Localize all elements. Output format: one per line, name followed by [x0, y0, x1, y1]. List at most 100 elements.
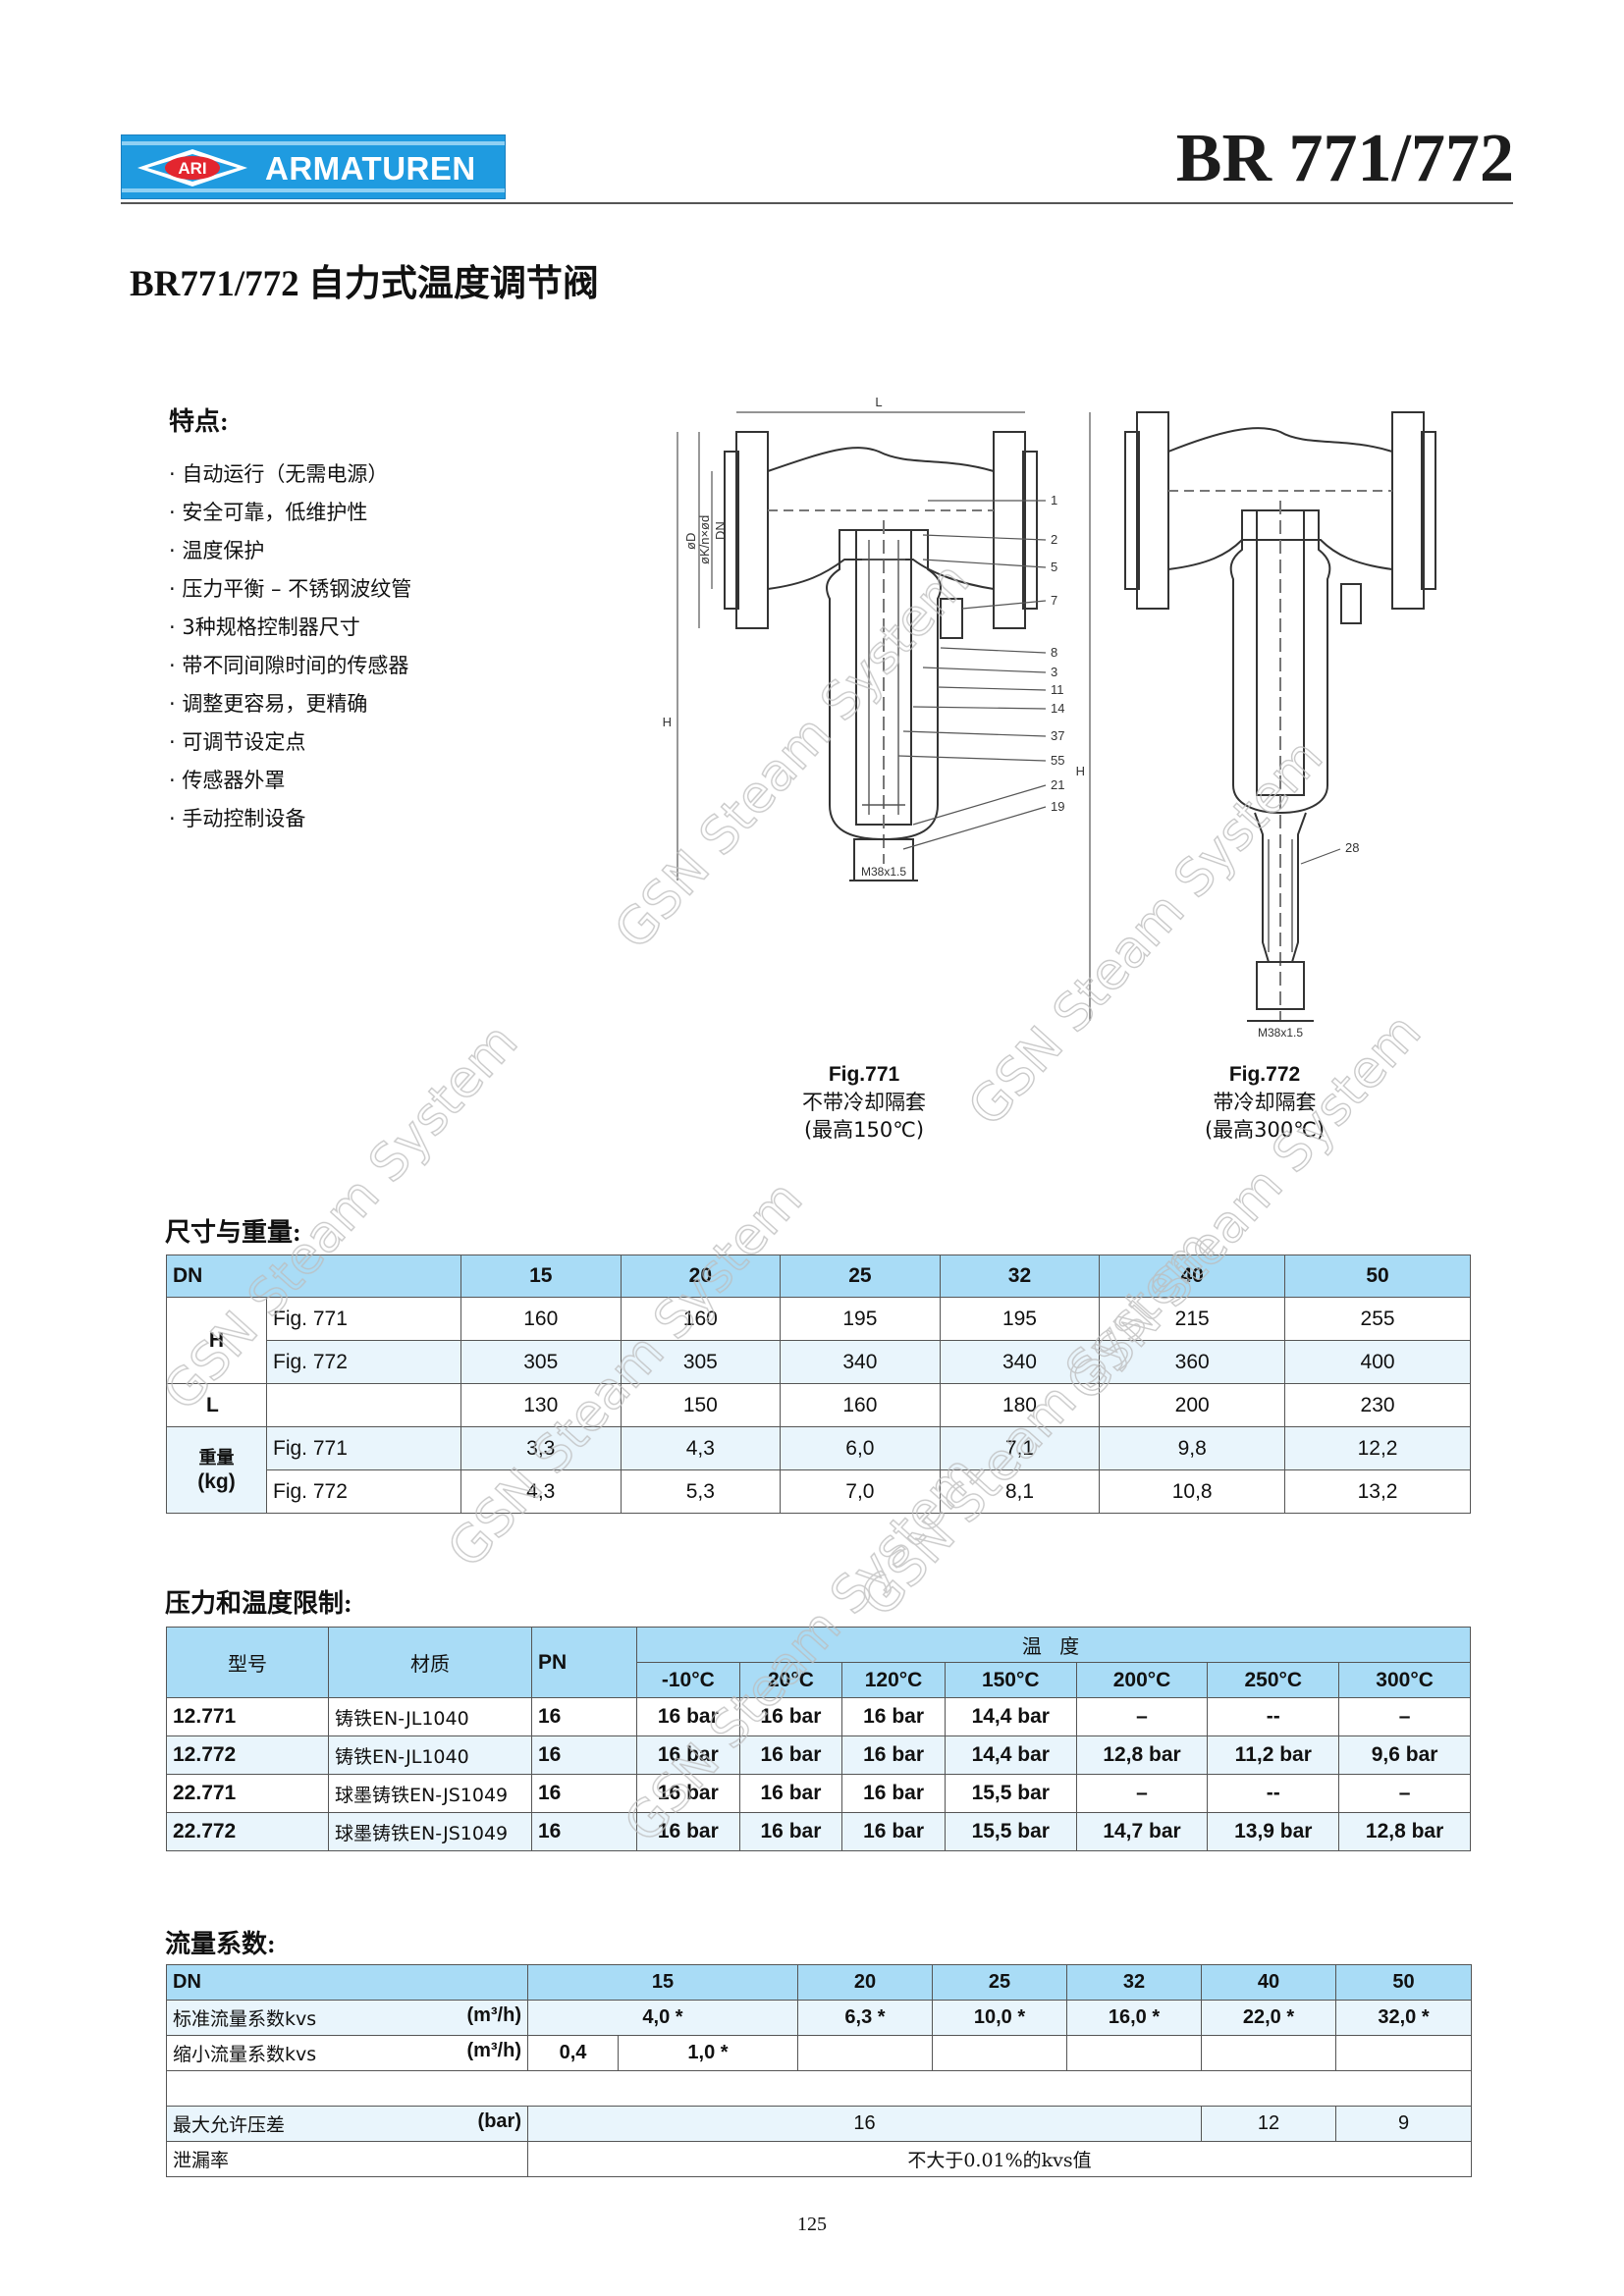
feature-item: · 可调节设定点 [169, 730, 306, 754]
pn-cell: 16 [531, 1697, 637, 1736]
table-row: 缩小流量系数kvs (m³/h) 0,4 1,0 * [166, 2035, 1472, 2071]
feature-item: · 温度保护 [169, 539, 265, 562]
cell: 4,3 [620, 1426, 782, 1470]
blank-cell [797, 2035, 933, 2071]
blank-cell [266, 1383, 461, 1427]
brand-name: ARMATUREN [265, 150, 476, 187]
cell: 160 [460, 1297, 622, 1341]
feature-item: · 安全可靠，低维护性 [169, 501, 368, 524]
callout: 8 [1051, 645, 1057, 660]
callout: 5 [1051, 560, 1057, 574]
material-cell: 球墨铸铁EN-JS1049 [328, 1774, 532, 1813]
cell: 16 bar [636, 1774, 740, 1813]
cell: 14,4 bar [944, 1697, 1077, 1736]
leak-value: 不大于0.01%的kvs值 [527, 2141, 1472, 2177]
temp-col: 250°C [1207, 1662, 1340, 1698]
dn-header: DN [166, 1255, 461, 1298]
cell: -- [1207, 1774, 1340, 1813]
cell: 16,0 * [1066, 2000, 1202, 2036]
dim-label-d: øD [683, 533, 698, 550]
cell: 16 bar [738, 1735, 843, 1775]
blank-cell [1066, 2035, 1202, 2071]
temp-col: 300°C [1338, 1662, 1471, 1698]
cell: 10,0 * [932, 2000, 1067, 2036]
temp-col: 120°C [841, 1662, 946, 1698]
callout: 21 [1051, 777, 1064, 792]
fig-label: Fig. 771 [266, 1297, 461, 1341]
callout: 7 [1051, 593, 1057, 608]
cell: 340 [939, 1340, 1101, 1384]
table-row: 22.771 球墨铸铁EN-JS1049 16 16 bar 16 bar 16… [166, 1774, 1471, 1813]
dim-label-h: H [663, 715, 672, 729]
callout: 14 [1051, 701, 1064, 716]
dn-col: 50 [1284, 1255, 1471, 1298]
page-number: 125 [797, 2214, 827, 2235]
dn-col: 32 [939, 1255, 1101, 1298]
fig771-temp: (最高150℃) [803, 1118, 925, 1142]
kvs-label: 标准流量系数kvs [173, 2008, 317, 2030]
dn-col: 50 [1335, 1964, 1472, 2001]
cell: 150 [620, 1383, 782, 1427]
dim-label-k: øK/n×ød [697, 515, 712, 564]
l-label: L [166, 1383, 267, 1427]
cell: 32,0 * [1335, 2000, 1472, 2036]
fig-label: Fig. 772 [266, 1469, 461, 1514]
h-label: H [166, 1297, 267, 1384]
kvs-unit: (m³/h) [466, 2004, 521, 2026]
dim-label-h-772: H [1076, 764, 1085, 778]
temp-col: 150°C [944, 1662, 1077, 1698]
callout: 11 [1051, 682, 1064, 697]
cell: 14,4 bar [944, 1735, 1077, 1775]
cell: 195 [780, 1297, 941, 1341]
cell: 200 [1099, 1383, 1286, 1427]
cell: 15,5 bar [944, 1774, 1077, 1813]
dn-col: 25 [780, 1255, 941, 1298]
table-row: Fig. 772 4,3 5,3 7,0 8,1 10,8 13,2 [167, 1469, 1471, 1514]
cell: 9 [1335, 2106, 1472, 2142]
cell: 16 bar [841, 1697, 946, 1736]
model-cell: 12.771 [166, 1697, 329, 1736]
cell: 16 bar [636, 1697, 740, 1736]
material-cell: 铸铁EN-JL1040 [328, 1735, 532, 1775]
thread-label-772: M38x1.5 [1258, 1026, 1303, 1040]
table-row: 12.772 铸铁EN-JL1040 16 16 bar 16 bar 16 b… [166, 1735, 1471, 1775]
cell: 16 bar [841, 1735, 946, 1775]
dn-col: 15 [527, 1964, 798, 2001]
dn-col: 40 [1099, 1255, 1286, 1298]
flow-dn-header: DN [166, 1964, 528, 2001]
cell: 16 bar [636, 1735, 740, 1775]
cell: 16 bar [841, 1774, 946, 1813]
callout: 3 [1051, 665, 1057, 679]
blank-cell [932, 2035, 1067, 2071]
model-cell: 22.772 [166, 1812, 329, 1851]
callout: 28 [1345, 840, 1359, 855]
flow-title: 流量系数: [165, 1930, 276, 1958]
feature-item: · 调整更容易，更精确 [169, 692, 368, 716]
document-code: BR 771/772 [1175, 121, 1514, 196]
cell: 360 [1099, 1340, 1286, 1384]
fig772-label: Fig.772 [1228, 1063, 1301, 1086]
feature-item: · 带不同间隙时间的传感器 [169, 654, 409, 677]
cell: 12 [1201, 2106, 1336, 2142]
material-header: 材质 [328, 1627, 532, 1698]
fig771-drawing [677, 411, 1047, 881]
dimensions-title: 尺寸与重量: [165, 1218, 301, 1247]
dn-col: 20 [620, 1255, 782, 1298]
model-cell: 22.771 [166, 1774, 329, 1813]
cell: 13,9 bar [1207, 1812, 1340, 1851]
table-row: Fig. 772 305 305 340 340 360 400 [167, 1340, 1471, 1384]
cell: – [1338, 1774, 1471, 1813]
temp-col: 200°C [1075, 1662, 1209, 1698]
cell: 5,3 [620, 1469, 782, 1514]
features-title: 特点: [169, 407, 229, 436]
material-cell: 球墨铸铁EN-JS1049 [328, 1812, 532, 1851]
cell: 22,0 * [1201, 2000, 1336, 2036]
reduced-label: 缩小流量系数kvs [173, 2044, 317, 2065]
table-row: H Fig. 771 160 160 195 195 215 255 [166, 1297, 1471, 1384]
cell: 3,3 [460, 1426, 622, 1470]
pn-cell: 16 [531, 1735, 637, 1775]
cell: 400 [1284, 1340, 1471, 1384]
dn-col: 25 [932, 1964, 1067, 2001]
table-row: 重量 (kg) Fig. 771 3,3 4,3 6,0 7,1 9,8 12,… [166, 1426, 1471, 1514]
callout: 1 [1051, 493, 1057, 507]
